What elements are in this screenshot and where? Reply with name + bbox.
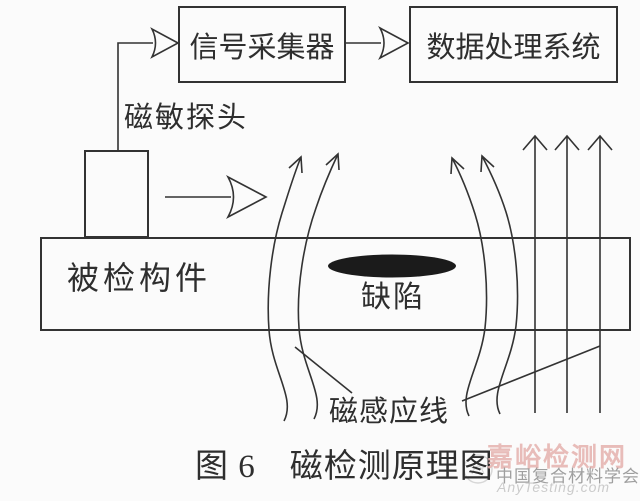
society-logo-icon	[463, 454, 493, 484]
flux-label-leader-left	[294, 346, 353, 394]
data-processing-label: 数据处理系统	[426, 31, 601, 64]
field-lines-label: 磁感应线	[329, 396, 450, 428]
watermark-org-name: 中国复合材料学会	[496, 467, 640, 486]
signal-collector-label: 信号采集器	[189, 31, 335, 64]
probe-to-collector-arrowhead-icon	[150, 27, 180, 59]
signal-collector-box	[178, 6, 346, 83]
defect-ellipse	[328, 254, 456, 278]
vertical-field-lines-icon	[522, 134, 613, 413]
figure-caption: 图 6 磁检测原理图	[195, 449, 494, 485]
watermark-site-name: 嘉峪检测网	[487, 443, 628, 472]
scan-direction-arrowhead-icon	[226, 175, 268, 219]
watermark-site-url: AnyTesting.com	[497, 479, 611, 495]
collector-to-processor-arrowhead-icon	[378, 26, 410, 60]
component-label: 被检构件	[67, 260, 212, 296]
leakage-flux-right-arrows-icon	[450, 154, 519, 417]
data-processing-box	[409, 6, 618, 83]
leakage-flux-left-arrows-icon	[267, 152, 340, 422]
defect-label: 缺陷	[361, 281, 425, 314]
component-bar	[40, 237, 631, 331]
probe-to-collector-line	[117, 42, 153, 151]
probe-box	[84, 150, 149, 238]
probe-label: 磁敏探头	[124, 102, 249, 134]
flux-label-leader-right	[461, 345, 601, 402]
